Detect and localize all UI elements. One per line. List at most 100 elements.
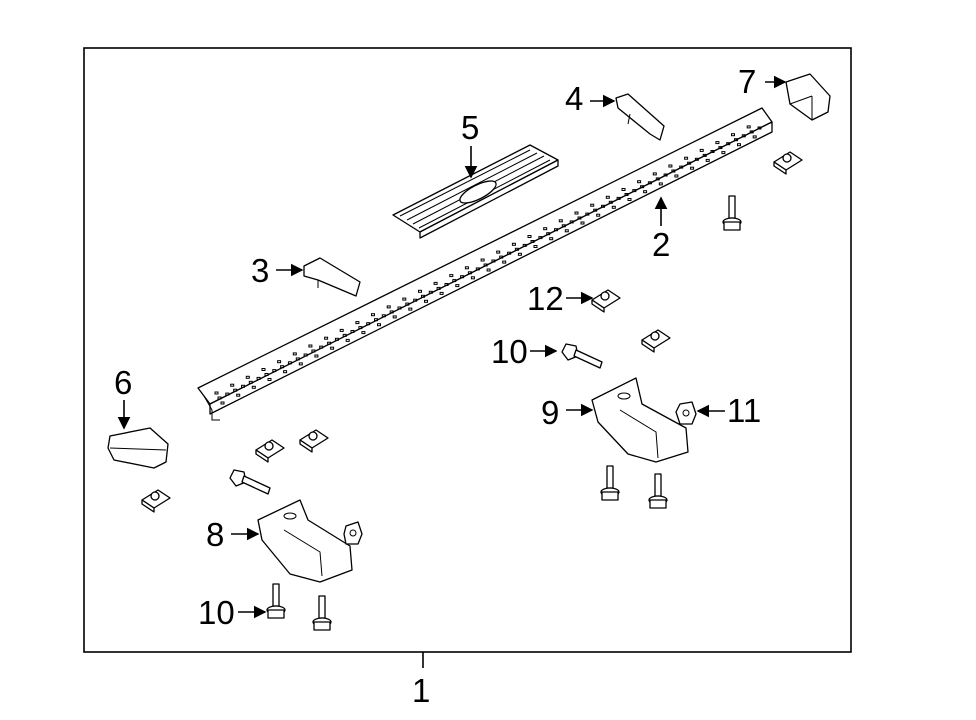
step-dot: [710, 150, 715, 153]
step-dot: [749, 130, 754, 134]
callout-label-11: 11: [727, 392, 761, 429]
step-dot: [624, 193, 629, 196]
step-dot: [303, 353, 308, 357]
step-dot: [339, 328, 344, 332]
step-dot: [627, 198, 632, 201]
rear-bracket[interactable]: [591, 377, 689, 463]
step-dot: [601, 204, 605, 208]
step-dot: [486, 268, 491, 272]
step-dot: [499, 255, 504, 259]
bolt[interactable]: [229, 469, 271, 495]
step-dot: [314, 354, 319, 358]
rear-end-cap[interactable]: [615, 93, 665, 141]
step-dot: [264, 373, 269, 376]
step-dot: [413, 298, 418, 302]
nut-part-front[interactable]: [343, 521, 363, 545]
step-dot: [605, 195, 610, 199]
step-dot: [726, 142, 731, 146]
step-dot: [577, 216, 582, 220]
step-dot: [554, 228, 558, 232]
step-dot: [358, 326, 363, 330]
step-dot: [564, 229, 569, 233]
step-dot: [418, 289, 422, 293]
step-dot: [491, 259, 496, 263]
step-dot: [214, 391, 219, 395]
step-dot: [319, 345, 324, 349]
running-board[interactable]: [197, 107, 773, 421]
step-dot: [386, 305, 391, 309]
step-dot: [392, 315, 397, 319]
front-end-cap[interactable]: [303, 257, 361, 297]
clip-nut[interactable]: [591, 289, 621, 313]
step-dot: [671, 169, 676, 173]
step-dot: [684, 156, 689, 160]
step-dot: [371, 313, 375, 317]
step-dot: [543, 227, 548, 231]
bolt[interactable]: [600, 465, 620, 501]
step-dot: [734, 138, 738, 142]
step-dot: [248, 380, 253, 384]
step-dot: [449, 274, 454, 278]
step-dot: [402, 297, 407, 301]
step-dot: [483, 263, 488, 267]
step-dot: [439, 291, 444, 295]
callout-label-7: 7: [738, 63, 756, 100]
step-dot: [679, 165, 684, 169]
clip-nut[interactable]: [299, 429, 329, 453]
step-dot: [640, 185, 645, 189]
callout-label-12: 12: [527, 280, 564, 317]
bolt[interactable]: [648, 473, 668, 509]
clip-nut[interactable]: [255, 439, 285, 463]
step-pad[interactable]: [392, 144, 559, 239]
step-dot: [444, 283, 449, 286]
step-dot: [721, 151, 726, 155]
step-dot: [655, 177, 660, 181]
bolt[interactable]: [266, 583, 286, 619]
step-dot: [652, 172, 657, 176]
clip-nut[interactable]: [641, 329, 671, 353]
step-dot: [558, 219, 563, 223]
step-dot: [311, 349, 316, 353]
step-dot: [643, 190, 648, 194]
step-dot: [718, 146, 723, 150]
step-dot: [690, 166, 695, 170]
front-bracket[interactable]: [257, 499, 353, 583]
step-dot: [663, 173, 668, 177]
step-dot: [517, 252, 522, 256]
clip-nuts: [141, 151, 803, 513]
step-dot: [522, 243, 527, 247]
step-dot: [233, 388, 238, 392]
step-dot: [561, 224, 566, 228]
clip-nut[interactable]: [773, 151, 803, 175]
step-dot: [295, 357, 300, 361]
callout-label-4: 4: [565, 80, 583, 117]
step-dot: [374, 318, 378, 322]
step-dot: [674, 174, 679, 178]
step-dot: [752, 135, 757, 139]
callout-label-10-lower: 10: [198, 594, 235, 631]
nut-part[interactable]: [675, 401, 697, 425]
step-dot: [455, 284, 460, 288]
step-dot: [389, 310, 394, 314]
step-dot: [464, 266, 469, 270]
step-dot: [538, 236, 543, 240]
step-dot: [272, 369, 277, 373]
bolt[interactable]: [722, 195, 742, 231]
step-dot: [397, 306, 402, 310]
rear-cover[interactable]: [785, 73, 831, 121]
bolt[interactable]: [561, 343, 603, 369]
step-dot: [549, 237, 554, 241]
front-cover[interactable]: [107, 427, 169, 469]
callout-label-2: 2: [652, 226, 670, 263]
step-dot: [428, 290, 433, 294]
step-dot: [530, 240, 535, 243]
step-dot: [220, 401, 225, 405]
step-dot: [433, 281, 438, 285]
bolt[interactable]: [312, 595, 332, 631]
step-dot: [366, 322, 371, 326]
step-dot: [236, 393, 241, 397]
clip-nut[interactable]: [141, 489, 171, 513]
callout-label-8: 8: [206, 516, 224, 553]
step-dot: [424, 299, 428, 303]
step-dot: [705, 158, 710, 162]
